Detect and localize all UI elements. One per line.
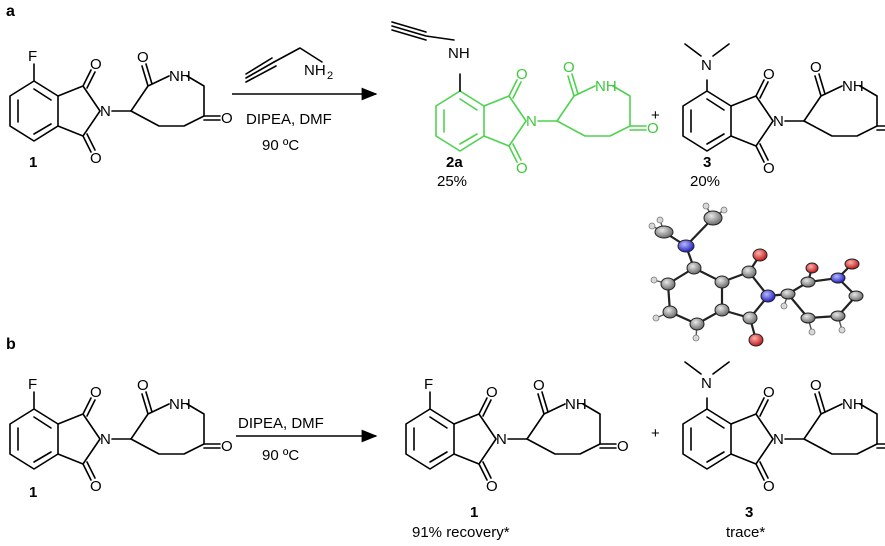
compound-label-1-a: 1	[29, 154, 37, 171]
atom-O: O	[617, 438, 629, 455]
atom-NH: NH	[842, 396, 864, 413]
panel-label-a: a	[6, 3, 15, 20]
compound-2a-structure: NH O O N O NH O	[391, 21, 659, 177]
atom-O: O	[763, 66, 775, 83]
compound-1-b-structure: F O O N O NH O	[9, 376, 233, 495]
atom-F: F	[28, 48, 37, 65]
atom-O: O	[763, 160, 775, 177]
compound-1-recovered-structure: F O O N O NH O	[405, 376, 629, 495]
plus-sign-b: +	[651, 425, 660, 442]
atom-O: O	[486, 478, 498, 495]
atom-O: O	[516, 66, 528, 83]
atom-O: O	[137, 49, 149, 66]
crystal-structure-image	[648, 202, 864, 347]
yield-3-a: 20%	[690, 173, 720, 190]
atom-O: O	[810, 377, 822, 394]
compound-label-2a: 2a	[446, 154, 463, 171]
plus-sign-a: +	[651, 107, 660, 124]
panel-label-b: b	[6, 336, 16, 353]
atom-N: N	[526, 113, 537, 130]
atom-O: O	[516, 160, 528, 177]
compound-label-3-b: 3	[745, 504, 753, 521]
atom-NH: NH	[595, 78, 617, 95]
atom-NH: NH	[169, 396, 191, 413]
atom-N: N	[100, 103, 111, 120]
atom-N: N	[701, 375, 712, 392]
atom-NH: NH	[842, 78, 864, 95]
compound-label-3-a: 3	[703, 154, 711, 171]
atom-O: O	[90, 478, 102, 495]
atom-NH: NH	[565, 396, 587, 413]
yield-2a: 25%	[437, 173, 467, 190]
conditions-a: DIPEA, DMF	[246, 111, 332, 128]
compound-3-b-structure: N O O N O NH O	[682, 361, 885, 495]
atom-O: O	[221, 110, 233, 127]
temperature-a: 90 ºC	[262, 137, 299, 154]
compound-label-1-b: 1	[29, 484, 37, 501]
atom-O: O	[90, 384, 102, 401]
atom-F: F	[424, 376, 433, 393]
yield-1-recovery: 91% recovery*	[412, 524, 510, 541]
atom-N: N	[773, 431, 784, 448]
atom-NH: NH	[169, 68, 191, 85]
atom-O: O	[563, 59, 575, 76]
atom-N: N	[773, 113, 784, 130]
atom-NH: NH	[448, 45, 470, 62]
atom-N: N	[701, 57, 712, 74]
atom-O: O	[486, 384, 498, 401]
compound-1-a-structure: F O O N O NH O	[9, 48, 233, 167]
atom-O: O	[90, 150, 102, 167]
atom-N: N	[496, 431, 507, 448]
atom-O: O	[763, 384, 775, 401]
temperature-b: 90 ºC	[262, 447, 299, 464]
atom-O: O	[90, 56, 102, 73]
subscript-2: 2	[327, 70, 333, 82]
atom-O: O	[137, 377, 149, 394]
atom-O: O	[221, 438, 233, 455]
atom-N: N	[100, 431, 111, 448]
atom-O: O	[533, 377, 545, 394]
atom-O: O	[647, 120, 659, 137]
atom-F: F	[28, 376, 37, 393]
propargylamine-reagent: NH 2	[245, 47, 333, 83]
compound-label-1-recovered: 1	[470, 504, 478, 521]
atom-NH2: NH	[304, 62, 326, 79]
conditions-b: DIPEA, DMF	[238, 415, 324, 432]
atom-O: O	[763, 478, 775, 495]
compound-3-a-structure: N O O N O NH O	[682, 43, 885, 177]
atom-O: O	[810, 59, 822, 76]
yield-3-b: trace*	[726, 524, 765, 541]
